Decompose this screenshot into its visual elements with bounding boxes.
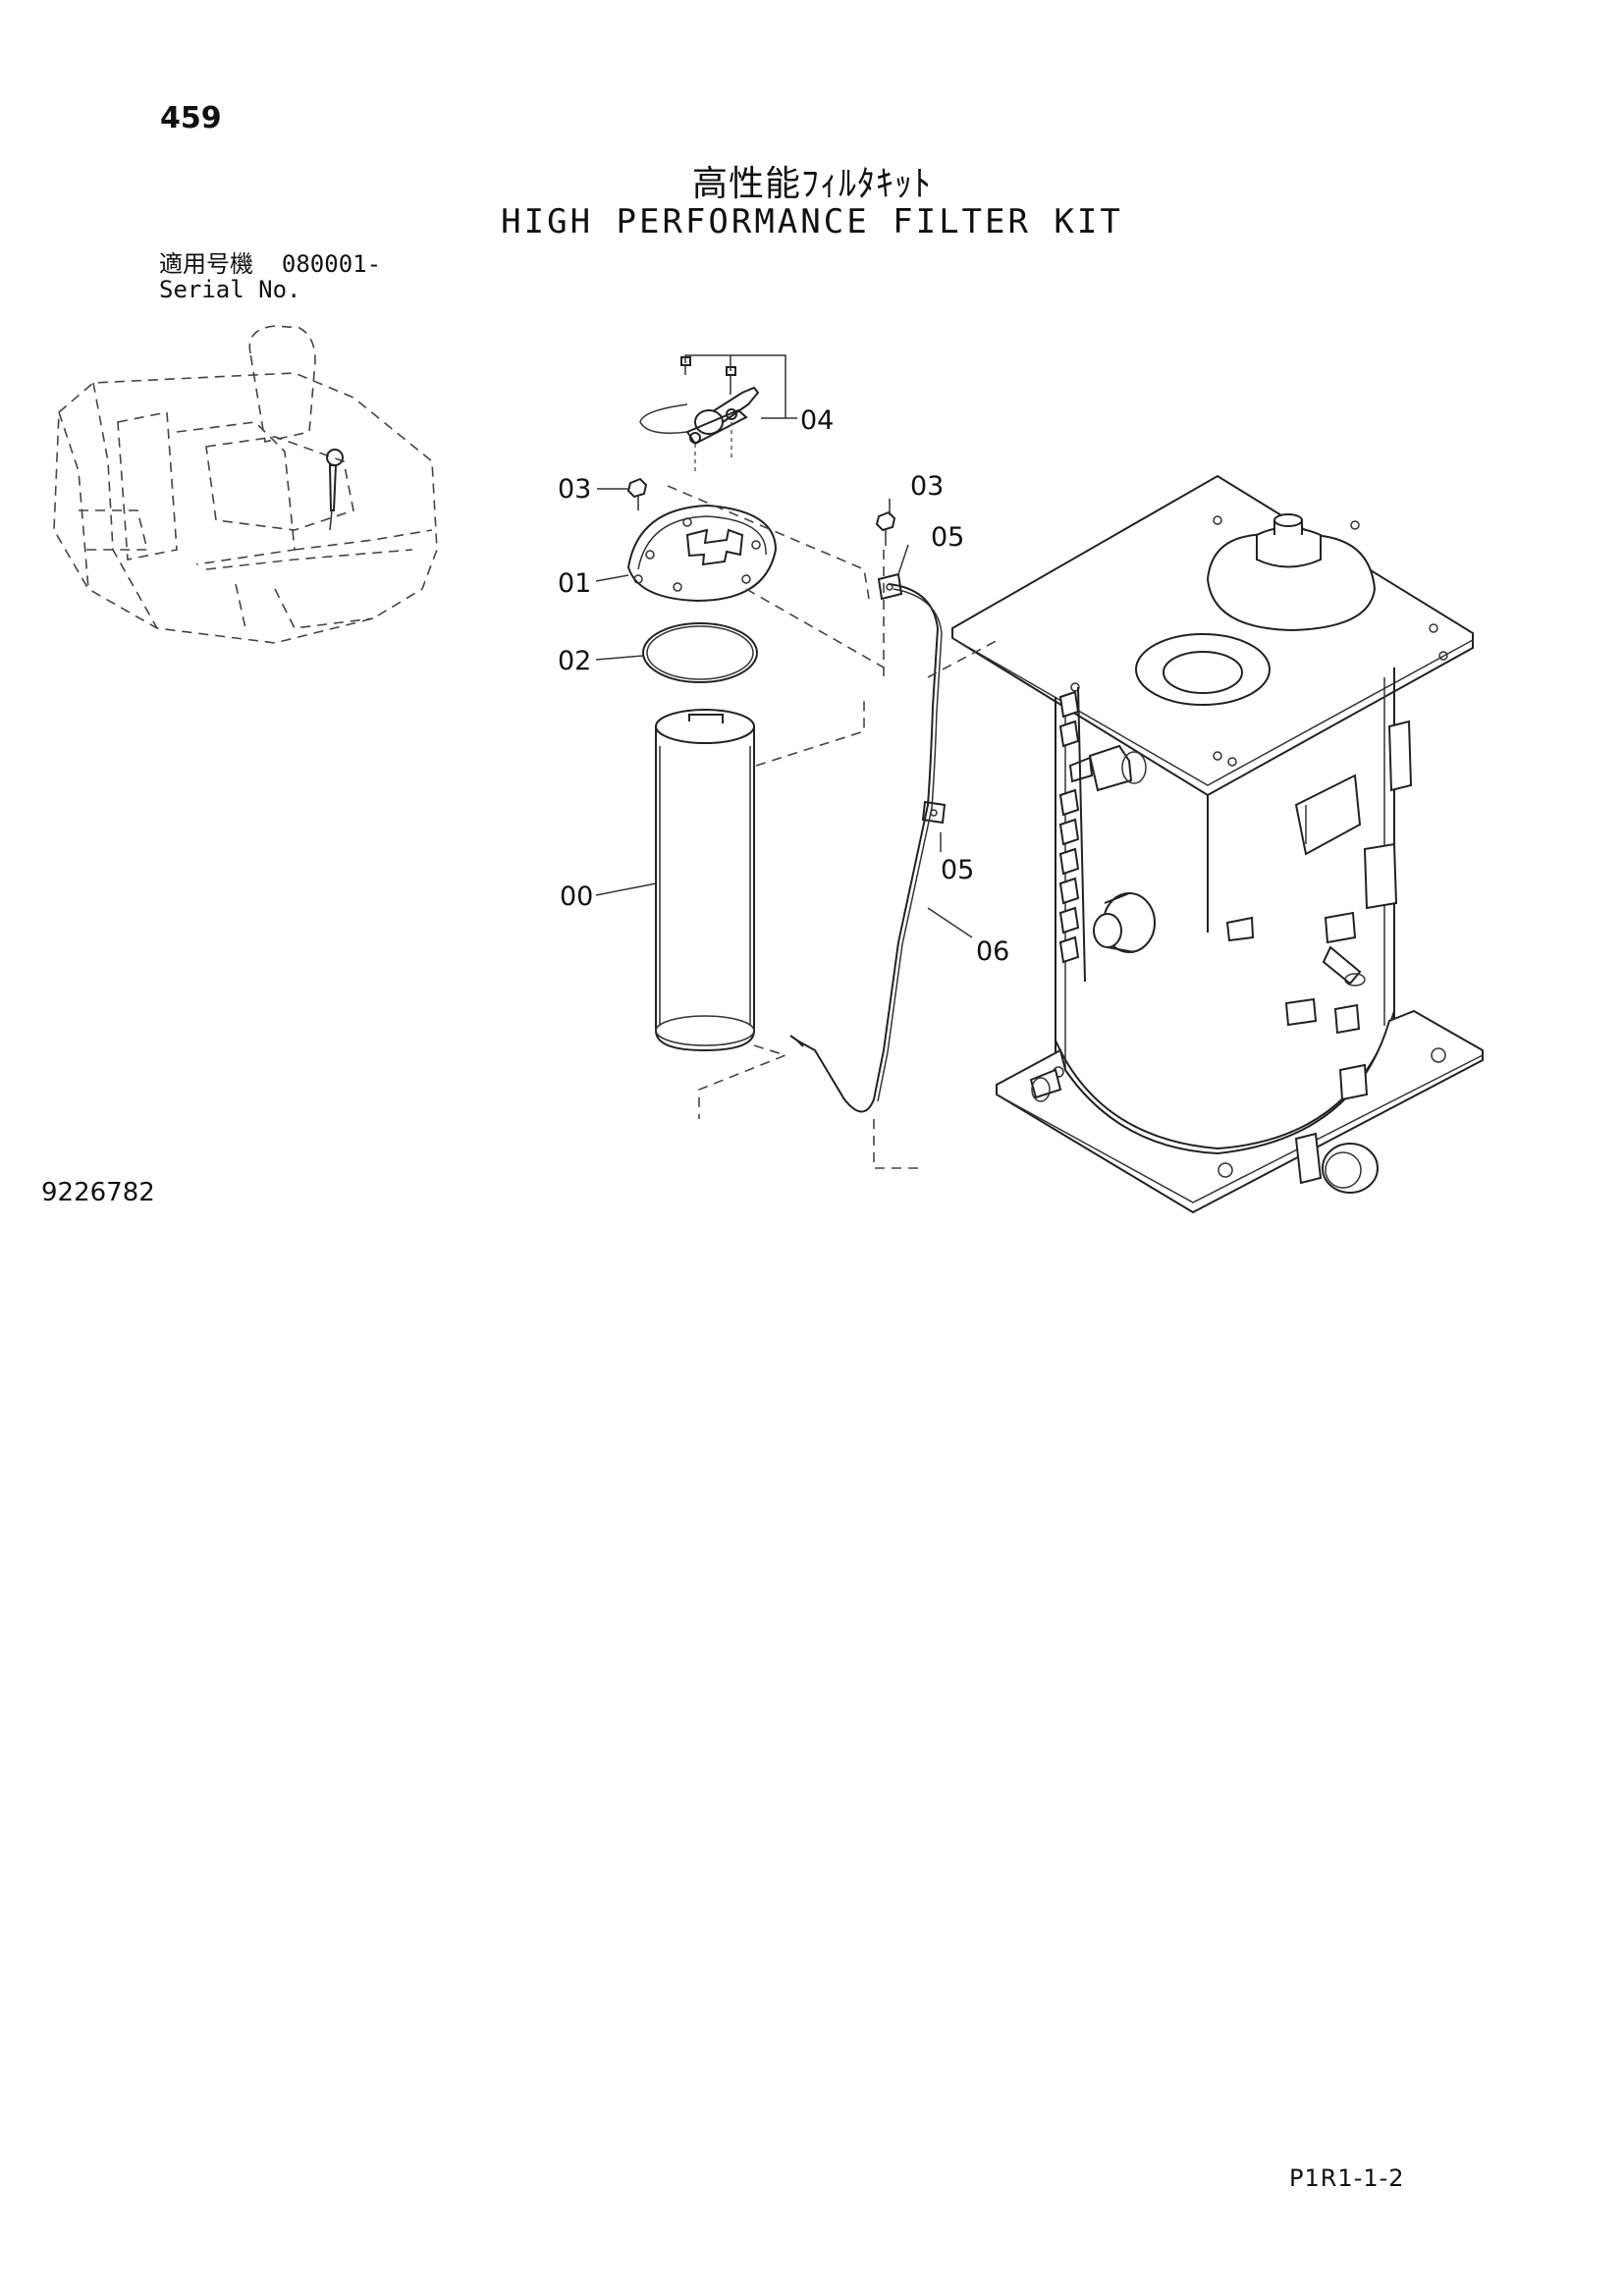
callout-01: 01 xyxy=(558,568,591,599)
callout-00: 00 xyxy=(560,881,593,912)
part-02-oring xyxy=(642,622,758,683)
callout-05-bottom: 05 xyxy=(941,855,974,885)
serial-label-en: Serial No. xyxy=(159,276,301,303)
title-english: HIGH PERFORMANCE FILTER KIT xyxy=(501,202,1123,241)
callout-03-left: 03 xyxy=(558,474,591,505)
serial-block: 適用号機 080001- Serial No. xyxy=(159,251,381,302)
title-japanese: 高性能ﾌｨﾙﾀｷｯﾄ xyxy=(691,164,932,204)
part-code: 9226782 xyxy=(41,1178,155,1207)
callout-06: 06 xyxy=(976,936,1009,967)
part-01-cover xyxy=(626,485,885,668)
callout-labels: 04 03 03 05 01 02 05 00 06 xyxy=(558,405,1009,967)
serial-row-jp: 適用号機 080001- xyxy=(159,251,381,277)
part-00-filter-element xyxy=(655,697,865,1119)
serial-value: 080001- xyxy=(281,250,382,278)
hydraulic-tank xyxy=(883,474,1484,1214)
part-06-harness xyxy=(789,583,943,1169)
part-04-sensor xyxy=(639,356,760,471)
callout-04: 04 xyxy=(800,405,834,436)
serial-label-jp: 適用号機 xyxy=(159,250,253,278)
callout-leaders xyxy=(595,354,973,938)
callout-03-right: 03 xyxy=(910,471,944,502)
machine-thumbnail xyxy=(53,325,438,644)
part-03-bolts xyxy=(626,477,896,546)
page-number: 459 xyxy=(160,101,222,135)
callout-05-top: 05 xyxy=(931,522,964,553)
callout-02: 02 xyxy=(558,646,591,676)
page-reference: P1R1-1-2 xyxy=(1289,2164,1405,2192)
